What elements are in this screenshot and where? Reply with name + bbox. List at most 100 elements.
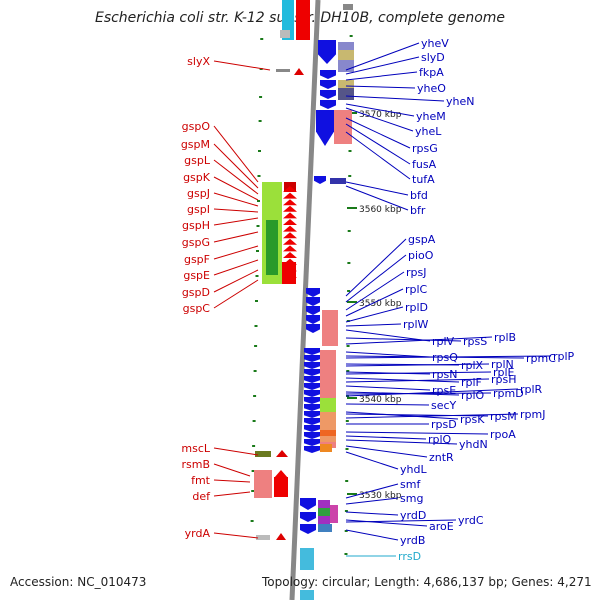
gene-forward	[304, 348, 320, 355]
gene-label-smf: smf	[400, 478, 421, 491]
gene-reverse	[296, 0, 310, 40]
label-leader	[345, 131, 411, 180]
label-leader	[345, 403, 430, 406]
label-leader	[345, 123, 411, 165]
label-leader	[345, 355, 552, 359]
gene-label-rpmD: rpmD	[493, 387, 524, 400]
gene-label-zntR: zntR	[429, 451, 454, 464]
gene-label-gspK: gspK	[183, 171, 211, 184]
gene-block	[318, 508, 330, 516]
gene-block	[343, 4, 353, 10]
label-leader	[213, 259, 259, 276]
gene-label-slyX: slyX	[187, 55, 210, 68]
gene-forward	[316, 110, 334, 146]
tick-mark	[255, 275, 259, 277]
gene-reverse	[283, 205, 297, 212]
gene-reverse	[283, 199, 297, 206]
label-leader	[345, 411, 459, 420]
label-leader	[345, 385, 431, 391]
label-leader	[345, 519, 457, 523]
gene-forward	[304, 355, 320, 362]
gene-reverse	[283, 225, 297, 232]
gene-label-secY: secY	[431, 399, 457, 412]
gene-label-gspJ: gspJ	[187, 187, 210, 200]
gene-reverse	[283, 192, 297, 199]
tick-mark	[256, 250, 259, 252]
label-leader	[213, 159, 259, 195]
gene-label-yheV: yheV	[421, 37, 449, 50]
label-leader	[213, 192, 259, 207]
label-leader	[345, 483, 399, 499]
gene-label-rsmB: rsmB	[181, 458, 210, 471]
tick-mark	[258, 150, 261, 152]
kbp-label: 3570 kbp	[359, 110, 402, 120]
gene-label-pioO: pioO	[408, 249, 434, 262]
gene-block	[322, 310, 338, 346]
gene-label-yrdB: yrdB	[400, 534, 425, 547]
gene-forward	[304, 397, 320, 404]
label-leader	[213, 463, 251, 477]
gene-label-rplO: rplO	[461, 389, 485, 402]
gene-label-rpsG: rpsG	[412, 142, 438, 155]
gene-label-fusA: fusA	[412, 158, 437, 171]
gene-label-yrdA: yrdA	[185, 527, 211, 540]
label-leader	[213, 125, 259, 183]
gene-label-gspC: gspC	[183, 302, 211, 315]
gene-forward	[320, 80, 336, 89]
chromosome-backbone	[289, 0, 321, 600]
gene-reverse	[283, 232, 297, 239]
gene-label-rplB: rplB	[494, 331, 516, 344]
gene-reverse	[283, 212, 297, 219]
gene-reverse	[283, 238, 297, 245]
label-leader	[213, 491, 251, 497]
gene-label-rplP: rplP	[553, 350, 575, 363]
gene-label-bfr: bfr	[410, 204, 426, 217]
label-leader	[213, 208, 259, 213]
tick-mark	[251, 470, 255, 472]
label-leader	[345, 336, 493, 345]
gene-block	[255, 451, 271, 457]
tick-mark	[257, 175, 261, 177]
accession-text: Accession: NC_010473	[10, 575, 147, 589]
gene-reverse	[276, 69, 290, 72]
label-leader	[213, 231, 259, 243]
label-leader	[345, 431, 489, 435]
gene-label-rplV: rplV	[432, 335, 455, 348]
gene-block	[254, 470, 272, 498]
tick-mark	[253, 370, 257, 372]
label-leader	[213, 269, 259, 293]
gene-label-gspA: gspA	[408, 233, 436, 246]
gene-block	[338, 50, 354, 60]
label-leader	[345, 378, 490, 383]
gene-label-yhdL: yhdL	[400, 463, 427, 476]
label-leader	[213, 143, 259, 189]
label-leader	[345, 329, 431, 342]
label-leader	[345, 306, 404, 323]
gene-rna	[300, 590, 314, 600]
gene-forward	[320, 70, 336, 79]
gene-forward	[304, 411, 320, 418]
label-leader	[345, 117, 411, 149]
tick-mark	[255, 300, 258, 302]
gene-label-tufA: tufA	[412, 173, 435, 186]
label-leader	[345, 107, 414, 132]
gene-label-rpsN: rpsN	[432, 368, 457, 381]
gene-block	[320, 398, 336, 412]
tick-mark	[251, 490, 255, 492]
tick-mark	[347, 230, 351, 232]
gene-forward	[314, 176, 326, 184]
label-leader	[345, 439, 458, 445]
gene-reverse	[274, 477, 288, 497]
kbp-label: 3530 kbp	[359, 491, 402, 501]
gene-forward	[306, 306, 320, 315]
gene-forward	[300, 524, 316, 534]
gene-reverse	[282, 262, 296, 284]
gene-block	[266, 220, 278, 275]
tick-mark	[346, 345, 350, 347]
gene-label-def: def	[192, 490, 211, 503]
label-leader	[345, 388, 519, 397]
tick-mark	[345, 480, 349, 482]
gene-label-rplN: rplN	[491, 358, 514, 371]
kbp-tick	[347, 207, 357, 209]
gene-label-yhdN: yhdN	[459, 438, 488, 451]
